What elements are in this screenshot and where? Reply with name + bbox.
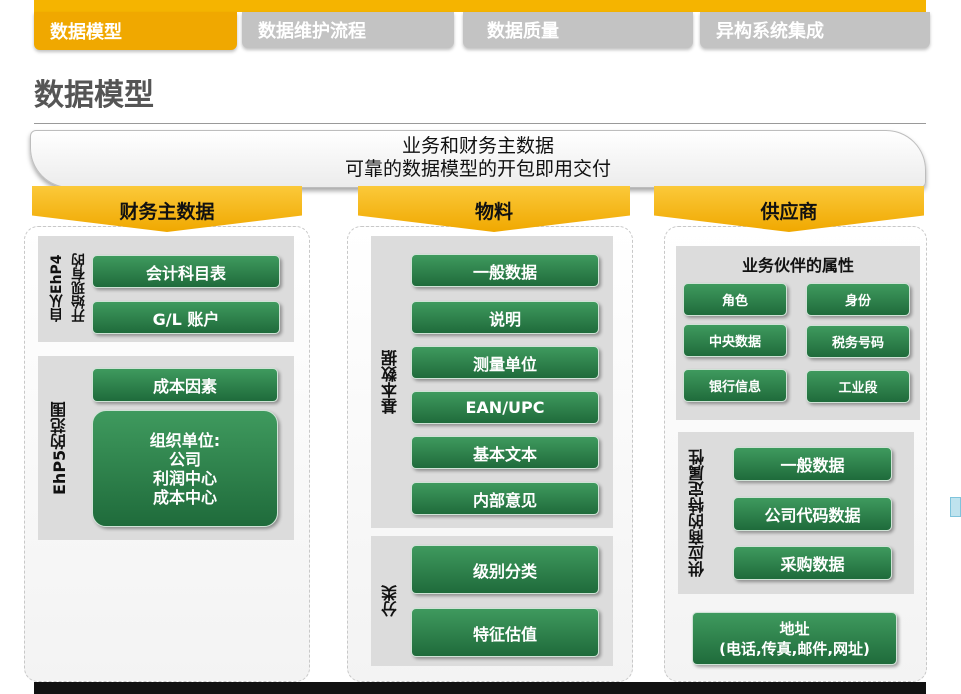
summary-banner: 业务和财务主数据 可靠的数据模型的开包即用交付 [30,130,926,188]
page-title: 数据模型 [34,78,154,113]
material-classification-label: 分类 [381,585,400,617]
finance-ehp5-label: EhP5的范围 [50,401,69,495]
unit-of-measure-button[interactable]: 测量单位 [411,346,599,379]
business-partner-title: 业务伙伴的属性 [741,256,854,275]
class-classification-button[interactable]: 级别分类 [411,545,599,594]
cost-element-button[interactable]: 成本因素 [92,368,278,402]
finance-existing-label-b: 开始现有的 [71,253,87,323]
org-unit-button[interactable]: 组织单位: 公司 利润中心 成本中心 [92,410,278,527]
characteristic-valuation-button[interactable]: 特征估值 [411,608,599,657]
tab-data-quality[interactable]: 数据质量 [463,12,693,48]
basic-text-button[interactable]: 基本文本 [411,436,599,469]
industry-sector-button[interactable]: 工业段 [806,370,910,403]
material-description-button[interactable]: 说明 [411,301,599,334]
identity-button[interactable]: 身份 [806,283,910,316]
vendor-general-data-button[interactable]: 一般数据 [733,447,892,481]
material-general-data-button[interactable]: 一般数据 [411,254,599,287]
banner-line-1: 业务和财务主数据 [401,135,554,157]
scroll-marker[interactable] [950,497,961,517]
bank-info-button[interactable]: 银行信息 [683,369,787,402]
chart-of-accounts-button[interactable]: 会计科目表 [92,255,280,288]
gl-account-button[interactable]: G/L 账户 [92,301,280,334]
central-data-button[interactable]: 中央数据 [683,324,787,357]
address-button[interactable]: 地址 (电话,传真,邮件,网址) [692,612,897,665]
role-button[interactable]: 角色 [683,283,787,316]
tax-number-button[interactable]: 税务号码 [806,325,910,358]
title-divider [34,123,926,124]
vendor-specific-label: 供应商的特定属性 [688,449,707,577]
material-basic-label: 基本数据 [381,350,400,414]
top-accent-bar [34,0,926,12]
purchasing-data-button[interactable]: 采购数据 [733,546,892,580]
bottom-bar [34,682,926,694]
banner-line-2: 可靠的数据模型的开包即用交付 [344,158,611,180]
tab-heterogeneous-integration[interactable]: 异构系统集成 [700,12,930,48]
finance-existing-label-a: 自从EhP4 [49,254,65,322]
tab-data-model[interactable]: 数据模型 [34,12,237,50]
internal-comment-button[interactable]: 内部意见 [411,482,599,515]
tab-data-maintenance-process[interactable]: 数据维护流程 [242,12,454,48]
company-code-data-button[interactable]: 公司代码数据 [733,497,892,531]
ean-upc-button[interactable]: EAN/UPC [411,391,599,424]
